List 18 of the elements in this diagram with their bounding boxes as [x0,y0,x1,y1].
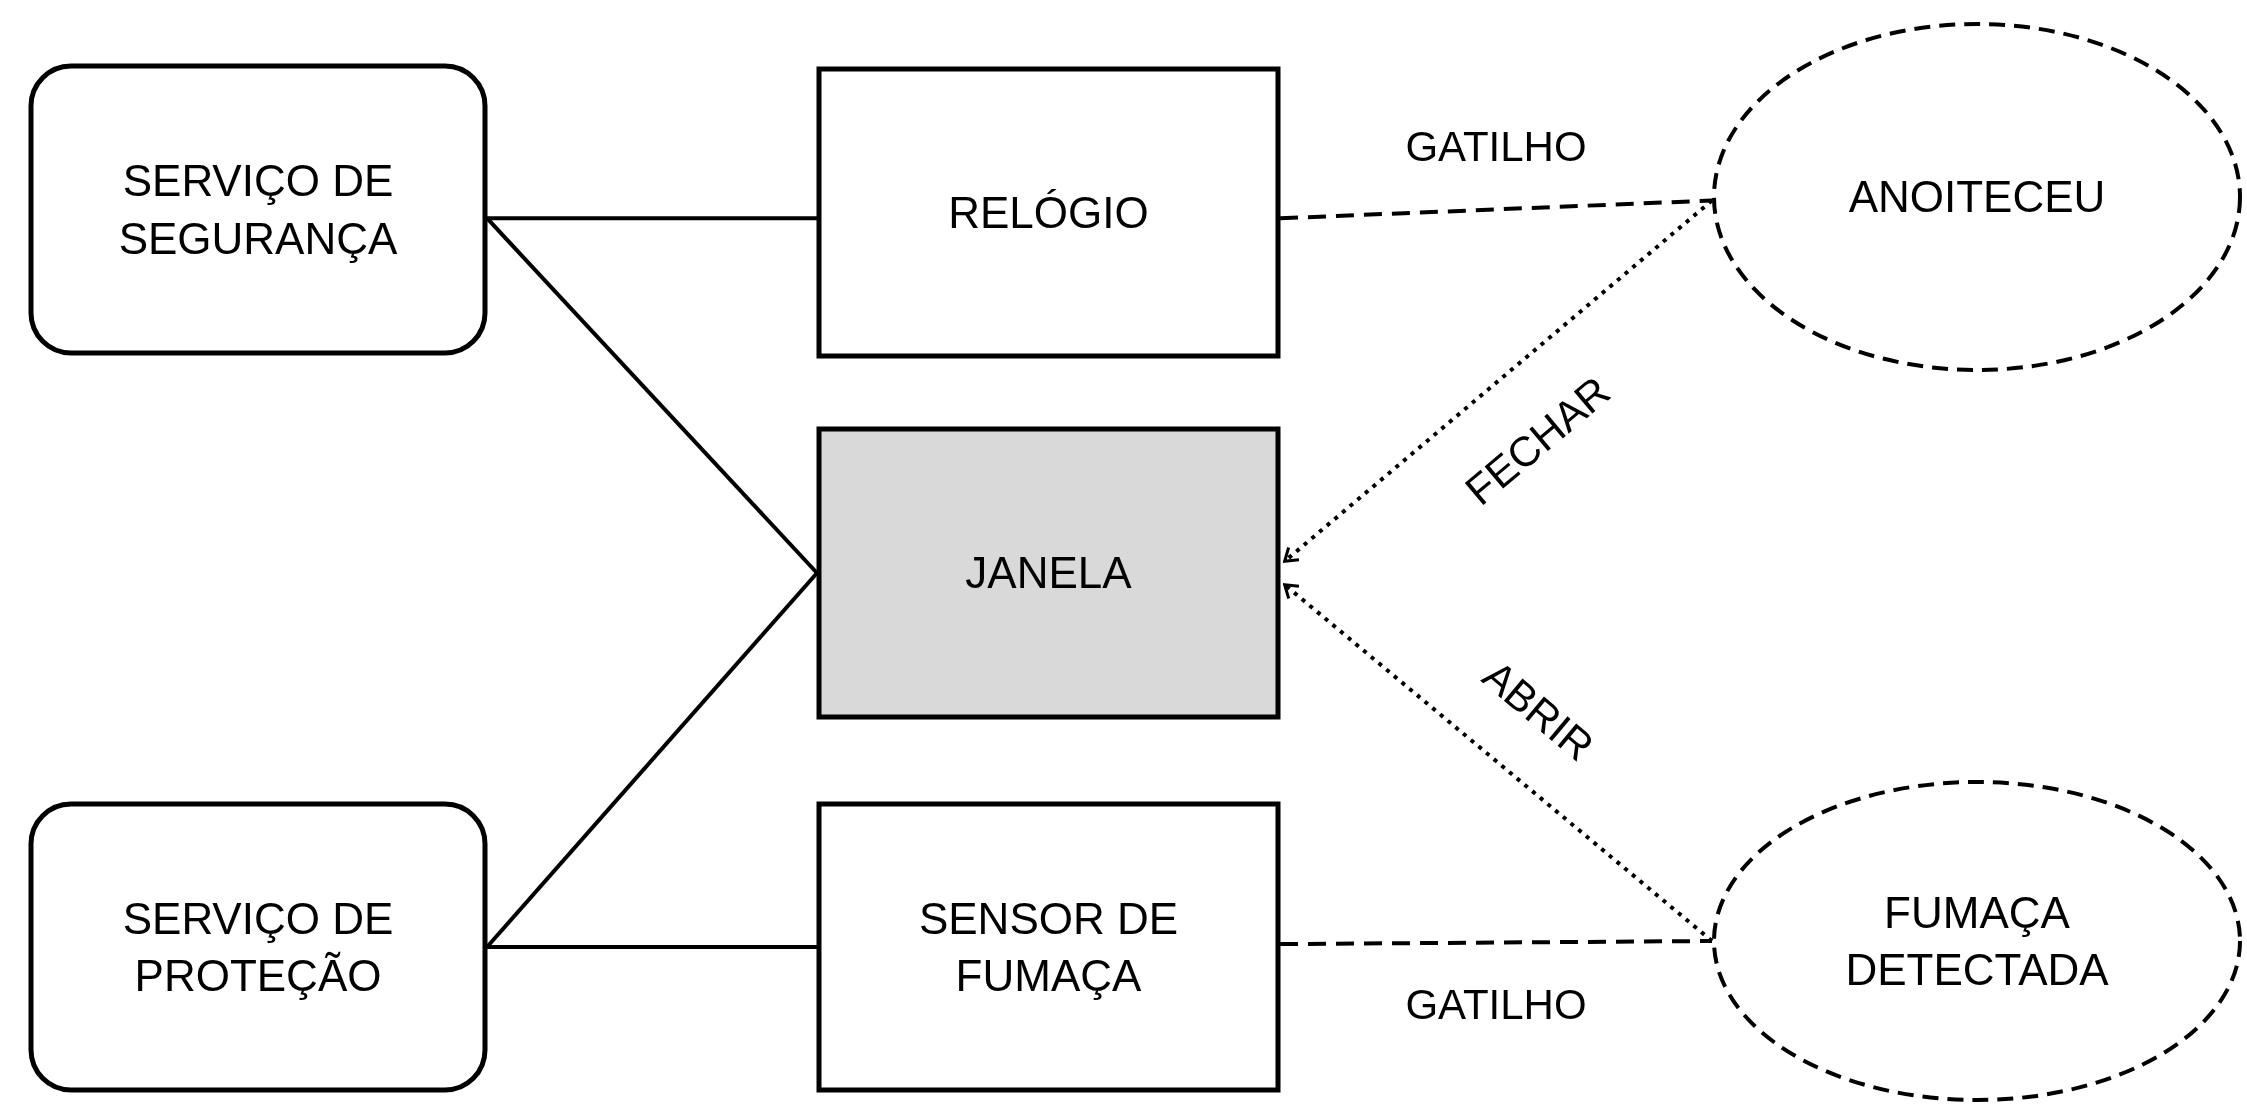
rounded-box [29,64,487,355]
node-label: SERVIÇO DE SEGURANÇA [117,155,399,265]
connector-line [487,945,817,949]
node-label: RELÓGIO [948,186,1149,239]
process-box [817,67,1280,358]
rounded-box [29,802,487,1092]
connector-line [1279,198,1713,221]
event-ellipse [1712,780,2242,1102]
process-box [817,802,1280,1092]
connector-line [487,216,817,221]
process-box [817,427,1280,719]
connector-line [1280,939,1712,947]
node-label: SERVIÇO DE PROTEÇÃO [121,892,395,1002]
node-label: FUMAÇA DETECTADA [1844,886,2110,996]
node-label: SENSOR DE FUMAÇA [917,892,1180,1002]
node-label: ANOITECEU [1848,171,2106,224]
node-label: JANELA [965,547,1132,600]
event-ellipse [1712,22,2242,372]
